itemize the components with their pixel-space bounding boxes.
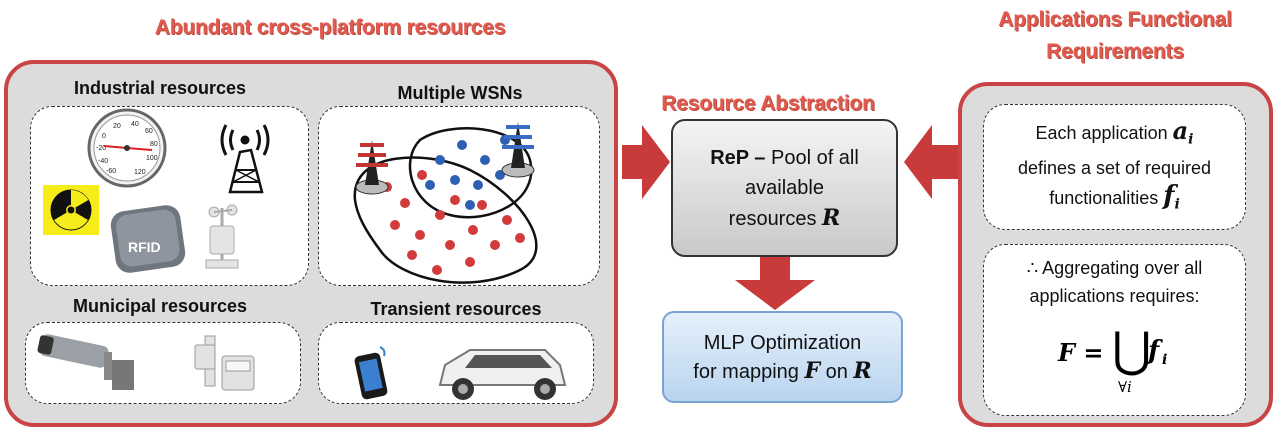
municipal-meter-icon <box>194 335 255 391</box>
mlp-on: on <box>820 360 854 383</box>
left-panel-title: Abundant cross-platform resources <box>154 16 506 39</box>
mlp-optimization-box: MLP Optimization for mapping F on R <box>662 311 903 403</box>
wsn-blue-nodes <box>425 135 510 210</box>
cctv-camera-icon <box>37 334 134 390</box>
dial-tick-60: 60 <box>145 128 153 135</box>
red-sink-tower-icon <box>355 140 389 195</box>
req-line1-prefix: Each application <box>1035 123 1173 144</box>
arrow-left-to-center <box>622 125 670 199</box>
aggregation-formula: F = ⋃ ∀i f i <box>1050 322 1210 402</box>
symbol-a-subscript: i <box>1188 132 1194 148</box>
thermometer-dial-icon: 20 40 60 0 80 -20 100 -40 -60 120 <box>87 108 167 188</box>
symbol-a: a <box>1172 116 1189 146</box>
dial-tick-minus20: -20 <box>96 145 106 152</box>
mlp-symbol-r: R <box>853 357 872 384</box>
right-panel-title-line1: Applications Functional <box>998 8 1232 31</box>
rep-pool-box: ReP – Pool of all available resources R <box>671 119 898 257</box>
application-requirement-box <box>983 104 1246 230</box>
arrow-right-to-center <box>904 125 960 199</box>
union-subscript: ∀i <box>1118 378 1132 396</box>
rep-line1: Pool of all <box>765 146 859 169</box>
mlp-symbol-f: F <box>804 357 821 384</box>
wsn-clusters <box>353 127 538 284</box>
dial-tick-20: 20 <box>113 123 121 130</box>
agg-line1: ∴ Aggregating over all <box>1026 258 1203 278</box>
formula-rhs: f <box>1148 336 1160 366</box>
union-symbol: ⋃ <box>1112 322 1152 378</box>
rep-symbol-r: R <box>822 204 841 231</box>
dial-tick-120: 120 <box>134 169 146 176</box>
req-line3-prefix: functionalities <box>1049 188 1164 208</box>
aggregation-box <box>983 244 1246 416</box>
suv-vehicle-icon <box>438 349 567 400</box>
dial-tick-minus40: -40 <box>98 158 108 165</box>
arrow-down-to-mlp <box>735 257 815 310</box>
industrial-resources-title: Industrial resources <box>73 78 247 98</box>
symbol-f: f <box>1163 181 1175 211</box>
blue-sink-tower-icon <box>501 122 535 178</box>
dial-tick-100: 100 <box>146 155 158 162</box>
weather-station-icon <box>205 204 239 269</box>
smartphone-icon <box>354 346 388 400</box>
radio-tower-icon <box>220 124 270 194</box>
rep-line2: available <box>745 176 824 199</box>
dial-tick-80: 80 <box>150 141 158 148</box>
rfid-reader-icon: RFID <box>110 205 186 273</box>
application-requirement-text: Each application ai defines a set of req… <box>988 110 1241 226</box>
wsn-title: Multiple WSNs <box>397 83 523 103</box>
dial-tick-40: 40 <box>131 121 139 128</box>
aggregation-text: ∴ Aggregating over all applications requ… <box>988 252 1241 312</box>
wsn-red-nodes <box>382 170 525 275</box>
center-title: Resource Abstraction <box>661 92 875 115</box>
wsn-box <box>318 106 600 286</box>
mlp-line2-prefix: for mapping <box>693 360 805 383</box>
formula-rhs-subscript: i <box>1162 352 1168 368</box>
mlp-line1: MLP Optimization <box>703 331 862 354</box>
municipal-resources-box <box>25 322 301 404</box>
rfid-label: RFID <box>128 239 161 255</box>
agg-line2: applications requires: <box>1029 286 1200 306</box>
rep-bold-label: ReP – <box>710 146 766 169</box>
right-panel-title-line2: Requirements <box>1046 40 1184 63</box>
municipal-resources-title: Municipal resources <box>72 296 248 316</box>
symbol-f-subscript: i <box>1174 196 1180 213</box>
transient-resources-title: Transient resources <box>370 299 542 319</box>
formula-lhs: F = <box>1058 338 1104 367</box>
radiation-sign-icon <box>43 185 99 235</box>
req-line2: defines a set of required <box>1017 158 1212 178</box>
dial-tick-minus60: -60 <box>106 168 116 175</box>
rep-line3: resources <box>728 207 823 230</box>
dial-tick-0: 0 <box>102 133 106 140</box>
